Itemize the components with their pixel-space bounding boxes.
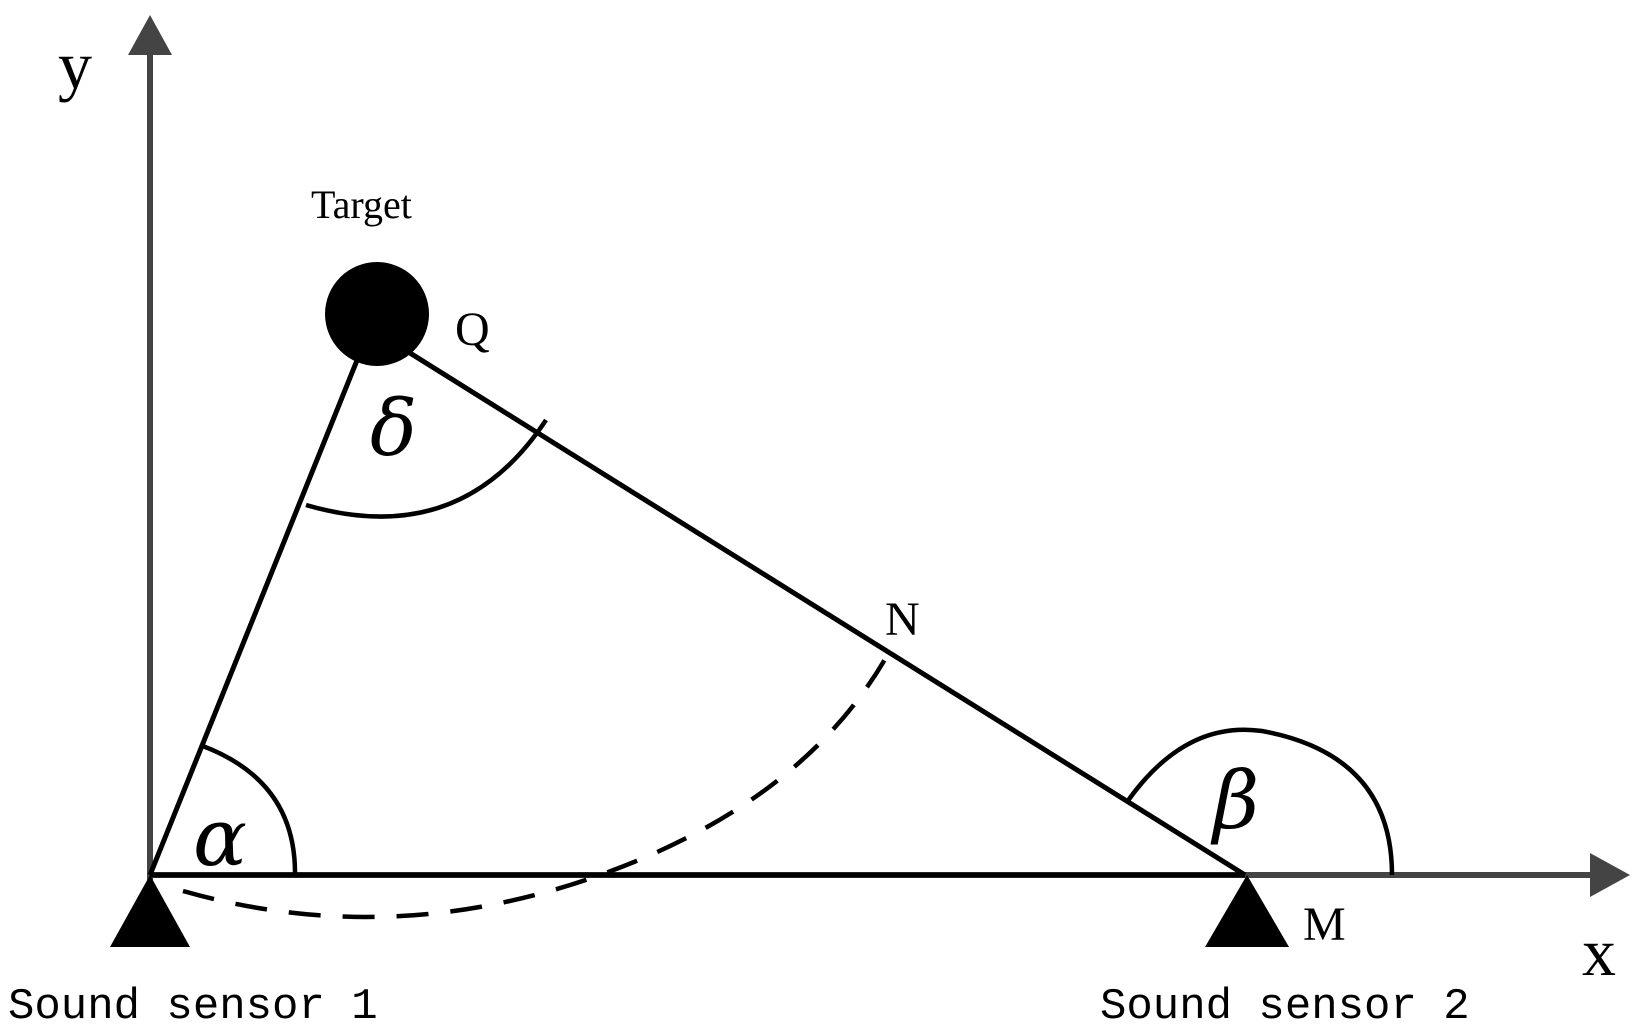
target-marker [325, 262, 429, 366]
x-axis-label: x [1582, 914, 1616, 990]
x-axis-arrowhead [1590, 853, 1630, 897]
line-sensor1-target [147, 327, 373, 876]
sound-sensor-1-icon [110, 875, 190, 947]
line-target-sensor2 [368, 325, 1247, 878]
angle-alpha-arc [199, 742, 298, 876]
angle-beta-label: β [1210, 754, 1259, 847]
point-m-label: M [1303, 898, 1346, 951]
angle-alpha-label: α [193, 791, 247, 884]
distance-dashed-arc [182, 643, 895, 920]
point-q-label: Q [455, 303, 490, 356]
sound-sensor-2-label: Sound sensor 2 [1100, 982, 1470, 1032]
sound-sensor-2-icon [1205, 875, 1289, 947]
angle-beta-arc [1125, 727, 1395, 876]
angle-delta-arc [305, 418, 548, 519]
sound-sensor-1-label: Sound sensor 1 [8, 982, 378, 1032]
angle-delta-label: δ [370, 384, 417, 474]
y-axis-arrowhead [128, 15, 172, 55]
target-label: Target [311, 182, 412, 227]
point-n-label: N [885, 593, 920, 646]
y-axis-label: y [58, 27, 92, 103]
